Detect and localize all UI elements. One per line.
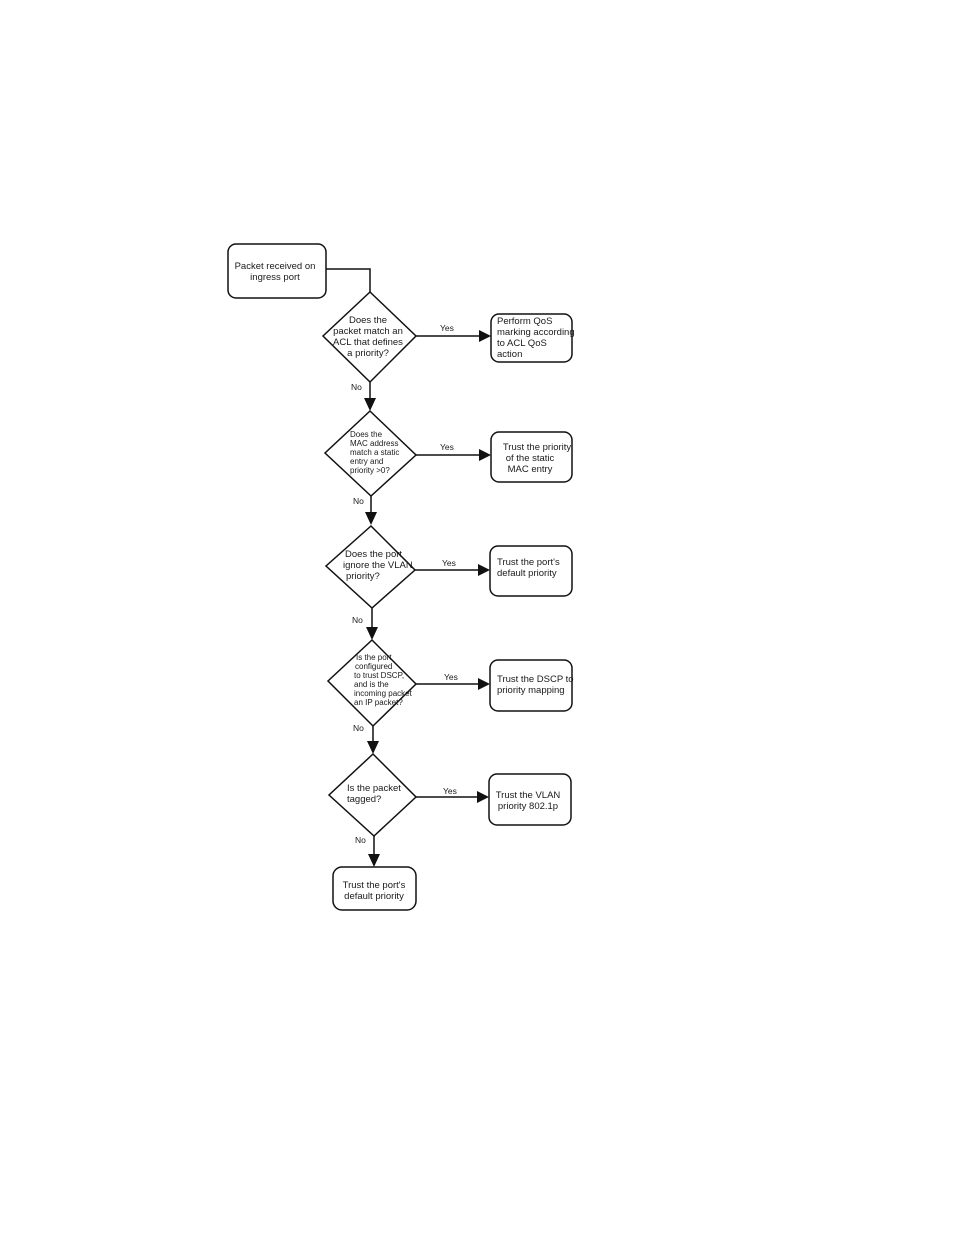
decision-1-line-3: ACL that defines bbox=[333, 337, 403, 348]
yes-label-2: Yes bbox=[440, 442, 454, 452]
decision-1-line-4: a priority? bbox=[347, 348, 389, 359]
outcome-box-5 bbox=[488, 773, 572, 826]
decision-2-line-1: Does the bbox=[350, 430, 383, 439]
decision-3-line-3: priority? bbox=[346, 571, 380, 582]
outcome-box-2 bbox=[490, 431, 573, 483]
no-arrowhead-1 bbox=[364, 398, 376, 411]
decision-4-line-4: and is the bbox=[354, 680, 389, 689]
no-arrowhead-2 bbox=[365, 512, 377, 525]
outcome-1-line-4: action bbox=[497, 349, 522, 360]
decision-4-line-5: incoming packet bbox=[354, 689, 413, 698]
decision-2-line-2: MAC address bbox=[350, 439, 398, 448]
decision-5-packet-tagged bbox=[327, 752, 418, 838]
outcome-4-line-2: priority mapping bbox=[497, 685, 565, 696]
no-label-4: No bbox=[353, 723, 364, 733]
no-label-2: No bbox=[353, 496, 364, 506]
no-label-1: No bbox=[351, 382, 362, 392]
yes-label-4: Yes bbox=[444, 672, 458, 682]
outcome-5-line-1: Trust the VLAN bbox=[496, 790, 561, 801]
outcome-2-line-3: MAC entry bbox=[508, 464, 553, 475]
decision-4-line-2: configured bbox=[355, 662, 392, 671]
yes-arrowhead-1 bbox=[479, 330, 491, 342]
yes-arrowhead-4 bbox=[478, 678, 490, 690]
decision-2-line-5: priority >0? bbox=[350, 466, 390, 475]
decision-3-ignore-vlan bbox=[324, 524, 417, 610]
decision-1-acl-priority bbox=[321, 290, 418, 384]
no-arrowhead-3 bbox=[366, 627, 378, 640]
outcome-5-line-2: priority 802.1p bbox=[498, 801, 558, 812]
outcome-box-3 bbox=[489, 545, 573, 597]
outcome-2-line-1: Trust the priority bbox=[503, 442, 572, 453]
outcome-1-line-3: to ACL QoS bbox=[497, 338, 547, 349]
no-label-3: No bbox=[352, 615, 363, 625]
yes-label-1: Yes bbox=[440, 323, 454, 333]
final-box-line-1: Trust the port's bbox=[343, 880, 406, 891]
yes-label-3: Yes bbox=[442, 558, 456, 568]
outcome-3-line-2: default priority bbox=[497, 568, 557, 579]
outcome-1-line-2: marking according bbox=[497, 327, 575, 338]
decision-4-line-3: to trust DSCP, bbox=[354, 671, 404, 680]
no-arrowhead-4 bbox=[367, 741, 379, 754]
final-box-line-2: default priority bbox=[344, 891, 404, 902]
decision-4-trust-dscp bbox=[326, 638, 418, 728]
decision-1-line-1: Does the bbox=[349, 315, 387, 326]
yes-arrowhead-2 bbox=[479, 449, 491, 461]
start-box bbox=[227, 243, 327, 299]
start-box-line-2: ingress port bbox=[250, 272, 300, 283]
decision-3-line-1: Does the port bbox=[345, 549, 402, 560]
decision-4-line-1: Is the port bbox=[356, 653, 392, 662]
outcome-box-4 bbox=[489, 659, 573, 712]
final-box bbox=[332, 866, 417, 911]
decision-1-line-2: packet match an bbox=[333, 326, 403, 337]
outcome-3-line-1: Trust the port's bbox=[497, 557, 560, 568]
decision-4-line-6: an IP packet? bbox=[354, 698, 403, 707]
outcome-box-1 bbox=[490, 313, 573, 363]
decision-2-static-mac bbox=[323, 409, 418, 498]
outcome-4-line-1: Trust the DSCP to bbox=[497, 674, 574, 685]
connector-start-to-decision-1 bbox=[326, 268, 371, 292]
decision-2-line-3: match a static bbox=[350, 448, 399, 457]
yes-label-5: Yes bbox=[443, 786, 457, 796]
decision-3-line-2: ignore the VLAN bbox=[343, 560, 413, 571]
yes-arrowhead-5 bbox=[477, 791, 489, 803]
no-arrowhead-5 bbox=[368, 854, 380, 867]
no-label-5: No bbox=[355, 835, 366, 845]
decision-5-line-1: Is the packet bbox=[347, 783, 401, 794]
yes-arrowhead-3 bbox=[478, 564, 490, 576]
decision-5-line-2: tagged? bbox=[347, 794, 381, 805]
start-box-line-1: Packet received on bbox=[235, 261, 316, 272]
outcome-1-line-1: Perform QoS bbox=[497, 316, 552, 327]
outcome-2-line-2: of the static bbox=[506, 453, 555, 464]
decision-2-line-4: entry and bbox=[350, 457, 383, 466]
